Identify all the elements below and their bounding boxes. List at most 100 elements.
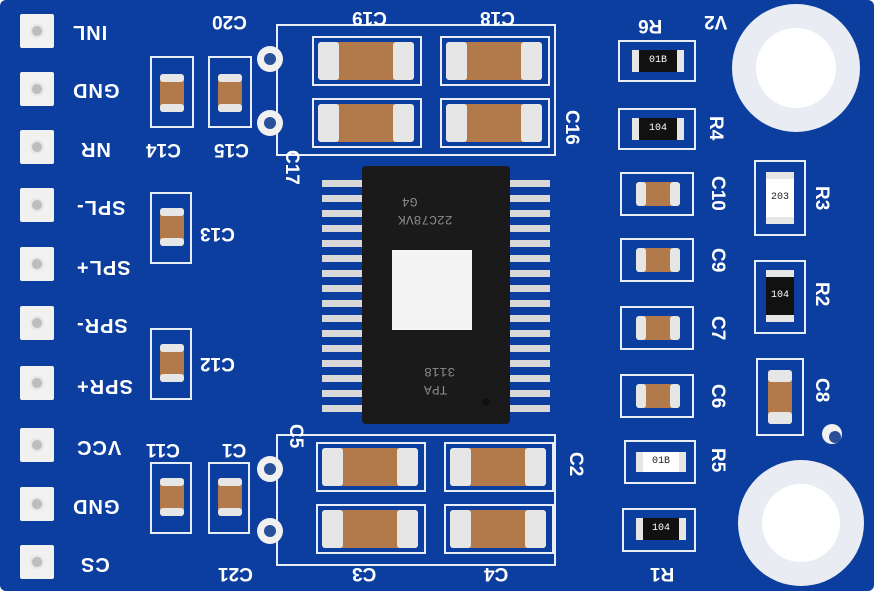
resistor-r1: 104 [636,518,686,540]
capacitor-c5 [322,448,418,486]
ic-marking-line4: 3118 [424,364,456,379]
ic-marking-line2: G4 [402,194,418,209]
outline-c18 [440,36,550,86]
outline-c4 [444,504,554,554]
label-c8: C8 [811,378,832,403]
label-c9: C9 [707,248,728,273]
label-c6: C6 [707,384,728,409]
outline-c7 [620,306,694,350]
outline-c6 [620,374,694,418]
label-c11: C11 [146,439,180,460]
capacitor-c6 [636,384,680,408]
outline-top-caps [276,24,556,156]
capacitor-c14 [160,74,184,112]
ic-marking-line1: 22C78VK [398,212,453,227]
pin-pad-nr [20,130,54,164]
resistor-r2: 104 [766,270,794,323]
capacitor-c1 [218,478,242,516]
via-bottom-2 [257,518,283,544]
pin-pad-inl [20,14,54,48]
pin-pad-spr-plus [20,366,54,400]
capacitor-c13 [160,208,184,246]
outline-c14 [150,56,194,128]
resistor-r6: 01B [632,50,685,72]
outline-r3 [754,160,806,236]
label-r5: R5 [707,448,728,473]
capacitor-c8 [768,370,792,424]
outline-c5 [316,442,426,492]
label-c21: C21 [218,563,253,584]
label-c1: C1 [222,439,247,460]
capacitor-c12 [160,344,184,382]
label-c7: C7 [707,316,728,341]
pin-label-spl-minus: SPL- [76,196,126,218]
label-c16: C16 [561,110,582,145]
pin-pad-spl-plus [20,247,54,281]
label-c19: C19 [352,7,387,28]
outline-c11 [150,462,192,534]
capacitor-c9 [636,248,680,272]
outline-c9 [620,238,694,282]
label-r2: R2 [811,282,832,307]
outline-c1 [208,462,250,534]
label-c14: C14 [146,139,181,160]
label-r4: R4 [705,116,726,141]
capacitor-c16 [446,104,542,142]
resistor-r4: 104 [632,118,685,140]
outline-c13 [150,192,192,264]
label-c12: C12 [200,353,235,374]
label-c10: C10 [707,176,728,211]
capacitor-c17 [318,104,414,142]
label-c4: C4 [484,563,509,584]
label-r3: R3 [811,186,832,211]
via-right [822,424,842,444]
pin-label-spr-minus: SPR- [76,314,128,336]
capacitor-c19 [318,42,414,80]
label-c13: C13 [200,223,235,244]
outline-c15 [208,56,252,128]
outline-r2 [754,260,806,334]
ic-marking-line3: TPA [424,382,448,397]
outline-c19 [312,36,422,86]
capacitor-c3 [322,510,418,548]
label-r1: R1 [650,563,675,584]
label-c17: C17 [281,150,302,185]
label-v2: V2 [704,11,728,32]
ic-thermal-pad [392,250,472,330]
mounting-hole-top [732,4,860,132]
label-c18: C18 [480,7,515,28]
outline-r4 [618,108,696,150]
label-c15: C15 [214,139,249,160]
via-bottom-1 [257,456,283,482]
mounting-hole-bottom [738,460,864,586]
outline-c16 [440,98,550,148]
label-c5: C5 [285,424,306,449]
capacitor-c7 [636,316,680,340]
pin-label-inl: INL [72,21,108,43]
pin-pad-spr-minus [20,306,54,340]
pin-label-gnd-bottom: GND [72,495,120,517]
label-c2: C2 [565,452,586,477]
capacitor-c15 [218,74,242,112]
capacitor-c11 [160,478,184,516]
resistor-r3: 203 [766,172,794,225]
pin-label-spl-plus: SPL+ [76,256,131,278]
resistor-r5: 01B [636,452,686,472]
capacitor-c18 [446,42,542,80]
pin-label-gnd-top: GND [72,79,120,101]
outline-c17 [312,98,422,148]
outline-r1 [622,508,696,552]
label-c20: C20 [212,11,247,32]
via-top-2 [257,110,283,136]
capacitor-c4 [450,510,546,548]
ic-pin1-dot [482,398,490,406]
outline-c12 [150,328,192,400]
pin-pad-cs [20,545,54,579]
pin-pad-vcc [20,428,54,462]
pin-label-spr-plus: SPR+ [76,375,133,397]
outline-bottom-caps [276,434,556,566]
via-top-1 [257,46,283,72]
pin-label-nr: NR [80,138,111,160]
pin-label-vcc: VCC [76,436,122,458]
